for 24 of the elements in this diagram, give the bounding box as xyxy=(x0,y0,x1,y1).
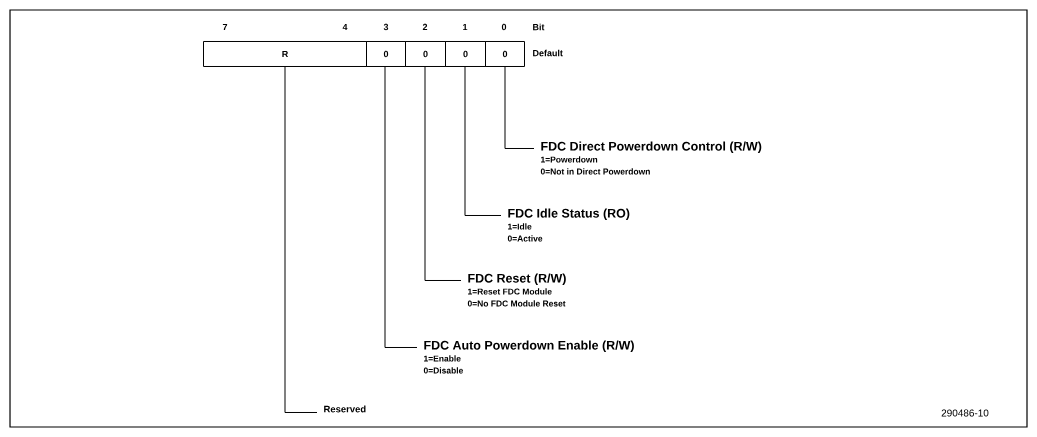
bit-number: 2 xyxy=(422,23,428,31)
leader-line xyxy=(384,66,418,348)
field-description: Reserved xyxy=(324,405,366,413)
field-description: FDC Idle Status (RO) 1=Idle 0=Active xyxy=(507,208,630,242)
bit-number: 0 xyxy=(501,23,507,31)
leader-line xyxy=(464,66,502,216)
leader-line xyxy=(504,66,535,149)
field-description: FDC Direct Powerdown Control (R/W) 1=Powerdown 0=Not in Direct Powerdown xyxy=(540,141,762,175)
register-cell: 0 xyxy=(405,41,446,67)
leader-line xyxy=(284,66,318,413)
bit-number: 3 xyxy=(383,23,389,31)
bit-number: 1 xyxy=(463,23,468,31)
field-description: FDC Auto Powerdown Enable (R/W) 1=Enable 0=Disable xyxy=(423,340,634,374)
register-cell: 0 xyxy=(485,41,525,67)
register-cell: 0 xyxy=(366,41,406,67)
register-cell: R xyxy=(203,41,367,67)
row-label: Bit xyxy=(533,23,545,31)
figure-number: 290486-10 xyxy=(941,409,989,417)
field-description: FDC Reset (R/W) 1=Reset FDC Module 0=No FDC Module Reset xyxy=(467,273,566,307)
register-cell: 0 xyxy=(445,41,486,67)
row-label: Default xyxy=(533,49,563,57)
bit-number: 7 xyxy=(222,23,228,31)
bit-number: 4 xyxy=(342,23,348,31)
leader-line xyxy=(424,66,462,281)
